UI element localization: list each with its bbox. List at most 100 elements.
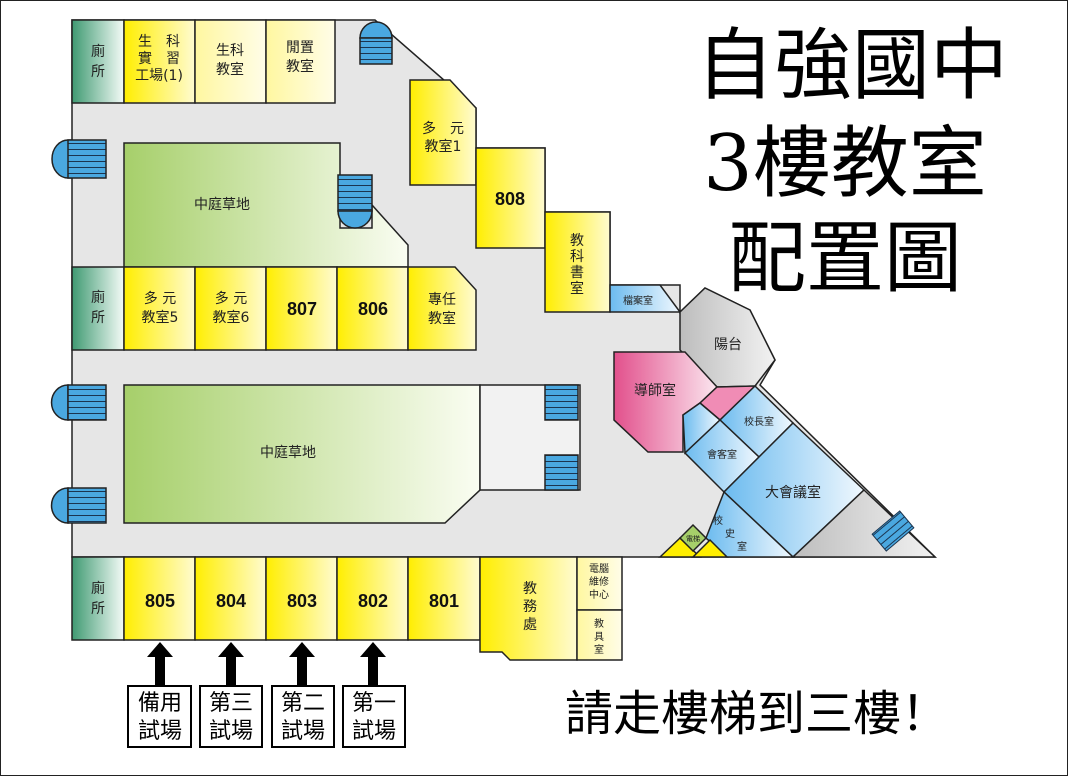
elevator-label: 電梯	[686, 534, 700, 543]
multi5-label: 教室5	[142, 309, 179, 326]
exam-room-label: 第一	[352, 691, 396, 716]
room-labels: 廁 所 生 科 實 習 工場(1) 生科 教室 閒置 教室 多 元 教室1 80…	[91, 34, 821, 656]
computer-repair-label: 電腦	[589, 562, 609, 575]
room-806-label: 806	[358, 299, 388, 319]
stairs-courtyard	[337, 174, 373, 212]
stairs-southeast	[871, 510, 915, 552]
multi1-label: 多 元	[422, 120, 464, 137]
room-803	[265, 556, 338, 641]
biotech-classroom-label: 生科	[216, 43, 244, 59]
restroom-label: 廁	[91, 289, 105, 306]
exam-room-label: 試場	[352, 719, 396, 744]
restroom-label: 所	[91, 310, 105, 326]
restroom-mid	[71, 266, 125, 351]
room-808-label: 808	[495, 189, 525, 209]
multi-classroom-6	[194, 266, 267, 351]
exam-room-label: 試場	[281, 719, 325, 744]
principal-label: 校長室	[744, 415, 774, 428]
academic-label: 教	[523, 581, 537, 597]
fulltime-label: 專任	[428, 292, 456, 308]
arrow-up-icon	[289, 642, 315, 685]
room-805-label: 805	[145, 591, 175, 611]
reception-label: 會客室	[707, 448, 737, 461]
room-807	[265, 266, 338, 351]
restroom-label: 廁	[91, 580, 105, 597]
biotech-workshop	[123, 19, 196, 104]
map-title-line2: 3樓教室	[703, 119, 987, 209]
fulltime-label: 教室	[428, 310, 456, 327]
exam-room-box-3: 第三 試場	[199, 685, 263, 748]
room-804-label: 804	[216, 591, 246, 611]
history-label: 室	[737, 540, 747, 553]
multi-classroom-1	[409, 79, 477, 186]
exam-room-box-2: 第二 試場	[271, 685, 335, 748]
textbook-room	[544, 211, 611, 313]
teaching-aids-label: 室	[594, 643, 604, 656]
academic-label: 務	[523, 599, 537, 615]
stairs-east-1	[544, 384, 579, 421]
restroom-label: 所	[91, 64, 105, 80]
exam-room-label: 第二	[281, 691, 325, 716]
history-label: 校	[713, 514, 723, 527]
conference-label: 大會議室	[765, 484, 821, 501]
stairs-west-1	[51, 139, 107, 179]
multi1-label: 教室1	[425, 138, 462, 155]
arrow-up-icon	[218, 642, 244, 685]
multi6-label: 教室6	[213, 309, 250, 326]
exam-room-box-spare: 備用 試場	[127, 685, 192, 748]
academic-label: 處	[523, 617, 537, 633]
room-802	[336, 556, 409, 641]
counselor-label: 導師室	[634, 382, 676, 399]
textbook-label: 教	[570, 233, 584, 249]
stairs-west-3	[50, 487, 107, 524]
multi-classroom-5	[123, 266, 196, 351]
courtyard-2-label: 中庭草地	[260, 444, 316, 461]
biotech-classroom	[194, 19, 267, 104]
arrow-up-icon	[147, 642, 173, 685]
textbook-label: 書	[570, 265, 584, 281]
room-801	[407, 556, 481, 641]
courtyard-1-label: 中庭草地	[194, 196, 250, 213]
balcony-label: 陽台	[714, 337, 742, 353]
exam-room-box-1: 第一 試場	[342, 685, 406, 748]
textbook-label: 科	[570, 249, 584, 265]
biotech-classroom-label: 教室	[216, 61, 244, 78]
teaching-aids-room	[576, 609, 623, 661]
biotech-workshop-label: 生 科	[138, 34, 180, 50]
teaching-aids-label: 教	[594, 617, 604, 630]
room-808	[475, 147, 546, 249]
stairs-east-2	[544, 454, 579, 491]
restroom-label: 所	[91, 601, 105, 617]
stairs-courtyard-landing	[337, 210, 373, 229]
teaching-aids-label: 具	[594, 631, 604, 643]
arrow-up-icon	[360, 642, 386, 685]
room-804	[194, 556, 267, 641]
biotech-workshop-label: 實 習	[138, 50, 180, 67]
stairs-notice: 請走樓梯到三樓！	[565, 686, 949, 742]
restroom-top	[71, 19, 125, 104]
idle-classroom-label: 閒置	[286, 40, 314, 56]
yellow-triangle-2	[691, 538, 729, 558]
biotech-workshop-label: 工場(1)	[135, 68, 183, 84]
restroom-label: 廁	[91, 43, 105, 60]
map-title-line1: 自強國中	[696, 21, 1008, 111]
room-806	[336, 266, 409, 351]
exam-room-label: 試場	[209, 719, 253, 744]
fulltime-teacher-room	[407, 266, 477, 351]
exam-room-label: 第三	[209, 691, 253, 716]
map-title-line3: 配置圖	[728, 214, 962, 304]
computer-repair-label: 維修	[589, 575, 609, 588]
idle-classroom-label: 教室	[286, 58, 314, 75]
computer-repair-label: 中心	[589, 588, 609, 601]
room-802-label: 802	[358, 591, 388, 611]
textbook-label: 室	[570, 280, 584, 297]
stairs-west-2	[50, 384, 107, 421]
room-807-label: 807	[287, 299, 317, 319]
exam-room-label: 試場	[138, 719, 182, 744]
room-805	[123, 556, 196, 641]
idle-classroom	[265, 19, 336, 104]
multi5-label: 多 元	[144, 290, 176, 307]
archive-label: 檔案室	[623, 294, 653, 307]
